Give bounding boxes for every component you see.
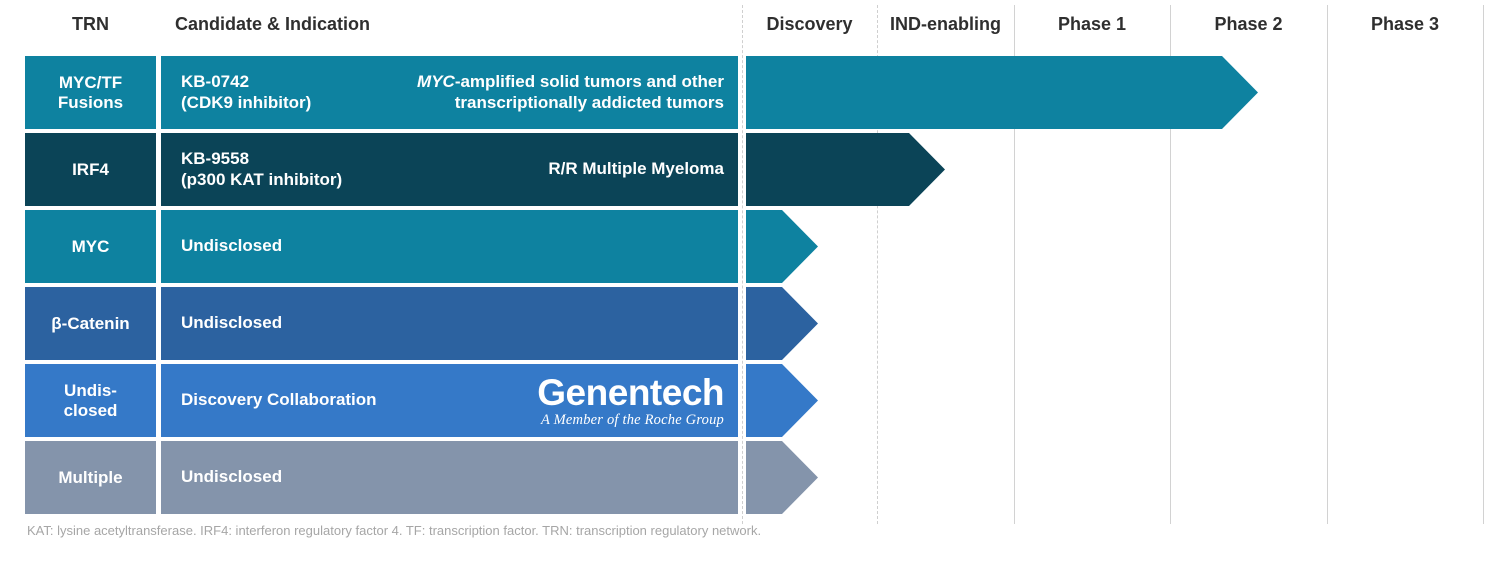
genentech-wordmark: Genentech	[537, 371, 724, 413]
phase-divider-3	[1170, 5, 1171, 524]
pipeline-row: β-Catenin Undisclosed	[0, 287, 1505, 360]
candidate-name: Undisclosed	[181, 236, 283, 256]
column-header-ind-enabling: IND-enabling	[890, 14, 1001, 34]
stage-arrow-shape	[746, 287, 818, 360]
trn-label: MYC	[25, 210, 156, 283]
indication-remainder: -amplified solid tumors and other transc…	[454, 71, 724, 112]
candidate-name: Discovery Collaboration	[181, 390, 377, 410]
column-header-discovery: Discovery	[766, 14, 853, 34]
column-header-phase-3: Phase 3	[1370, 14, 1440, 34]
candidate-name: Undisclosed	[181, 313, 283, 333]
phase-divider-4	[1327, 5, 1328, 524]
stage-arrow	[746, 133, 945, 206]
candidate-indication-block: KB-9558(p300 KAT inhibitor) R/R Multiple …	[161, 133, 738, 206]
stage-arrow	[746, 210, 818, 283]
trn-label: Undis-closed	[25, 364, 156, 437]
indication-text: MYC-amplified solid tumors and other tra…	[311, 72, 724, 113]
candidate-indication-block: Undisclosed	[161, 441, 738, 514]
candidate-indication-block: KB-0742(CDK9 inhibitor)MYC-amplified sol…	[161, 56, 738, 129]
stage-arrow	[746, 56, 1258, 129]
stage-arrow-shape	[746, 210, 818, 283]
pipeline-header-row: TRN Candidate & Indication Discovery IND-en…	[0, 0, 1505, 52]
gene-symbol: MYC	[417, 71, 455, 91]
candidate-name: Undisclosed	[181, 467, 283, 487]
candidate-indication-block: Undisclosed	[161, 287, 738, 360]
stage-arrow-shape	[746, 56, 1258, 129]
indication-text: R/R Multiple Myeloma	[548, 159, 724, 179]
candidate-name: KB-9558(p300 KAT inhibitor)	[181, 148, 343, 189]
pipeline-row: IRF4 KB-9558(p300 KAT inhibitor) R/R Multi…	[0, 133, 1505, 206]
trn-label: β-Catenin	[25, 287, 156, 360]
stage-arrow-shape	[746, 441, 818, 514]
stage-arrow-shape	[746, 133, 945, 206]
column-header-candidate-indication: Candidate & Indication	[175, 14, 371, 34]
phase-divider-0	[742, 5, 743, 524]
stage-arrow	[746, 441, 818, 514]
stage-arrow	[746, 364, 818, 437]
pipeline-row: MYC Undisclosed	[0, 210, 1505, 283]
phase-divider-2	[1014, 5, 1015, 524]
candidate-indication-block: Undisclosed	[161, 210, 738, 283]
genentech-tagline: A Member of the Roche Group	[541, 411, 724, 428]
pipeline-row: Multiple Undisclosed	[0, 441, 1505, 514]
footnote-abbreviations: KAT: lysine acetyltransferase. IRF4: int…	[27, 523, 762, 538]
phase-divider-5	[1483, 5, 1484, 524]
candidate-name: KB-0742(CDK9 inhibitor)	[181, 71, 312, 112]
stage-arrow-shape	[746, 364, 818, 437]
column-header-trn: TRN	[72, 14, 109, 34]
trn-label: Multiple	[25, 441, 156, 514]
phase-divider-1	[877, 5, 878, 524]
column-header-phase-1: Phase 1	[1057, 14, 1127, 34]
stage-arrow	[746, 287, 818, 360]
trn-label: IRF4	[25, 133, 156, 206]
column-header-phase-2: Phase 2	[1214, 14, 1283, 34]
